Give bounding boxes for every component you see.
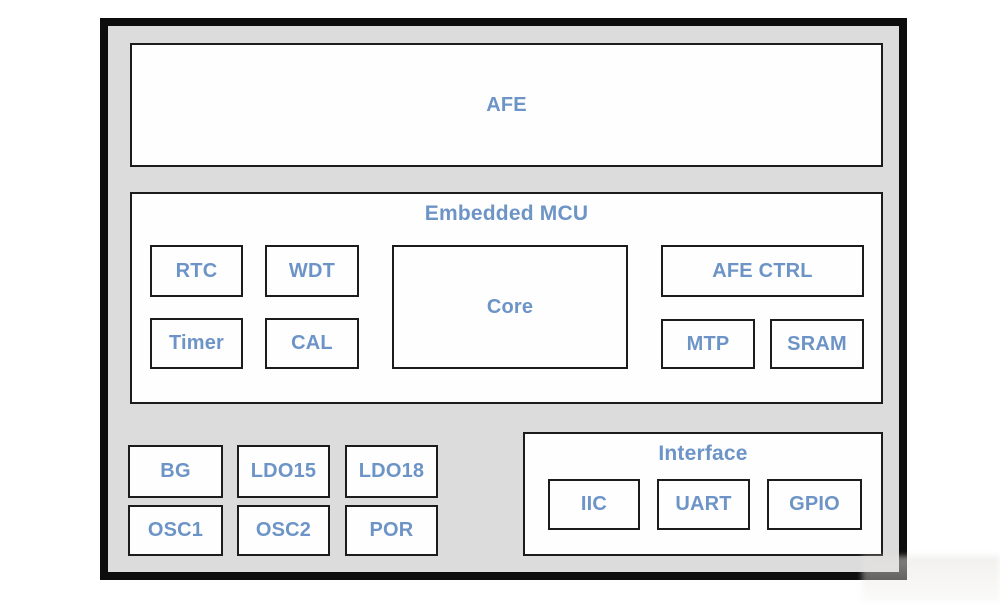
wdt-block: WDT	[265, 245, 359, 297]
osc1-label: OSC1	[147, 519, 204, 541]
mtp-label: MTP	[686, 332, 730, 355]
mtp-block: MTP	[661, 319, 755, 369]
osc2-block: OSC2	[237, 505, 330, 556]
wdt-label: WDT	[288, 259, 336, 282]
sram-block: SRAM	[770, 319, 864, 369]
iic-block: IIC	[548, 479, 640, 530]
osc1-block: OSC1	[128, 505, 223, 556]
afe-label: AFE	[486, 93, 527, 116]
core-block: Core	[392, 245, 628, 369]
rtc-block: RTC	[150, 245, 243, 297]
ldo18-block: LDO18	[345, 445, 438, 498]
gpio-block: GPIO	[767, 479, 862, 530]
interface-block: Interface IIC UART GPIO	[523, 432, 883, 556]
bg-block: BG	[128, 445, 223, 498]
core-label: Core	[486, 295, 534, 318]
uart-label: UART	[675, 493, 732, 515]
afe-block: AFE	[130, 43, 883, 167]
iic-label: IIC	[580, 493, 608, 515]
por-block: POR	[345, 505, 438, 556]
sram-label: SRAM	[787, 332, 847, 355]
gpio-label: GPIO	[789, 493, 840, 515]
embedded-mcu-title: Embedded MCU	[424, 202, 589, 225]
afe-ctrl-block: AFE CTRL	[661, 245, 864, 297]
timer-label: Timer	[168, 332, 225, 354]
embedded-mcu-block: Embedded MCU RTC WDT Timer CAL Core AFE …	[130, 192, 883, 404]
cal-block: CAL	[265, 318, 359, 369]
chip-outline: AFE Embedded MCU RTC WDT Timer CAL Core …	[100, 18, 907, 580]
bg-label: BG	[160, 460, 191, 482]
ldo18-label: LDO18	[358, 460, 425, 482]
cal-label: CAL	[291, 332, 333, 354]
ldo15-label: LDO15	[250, 460, 317, 482]
timer-block: Timer	[150, 318, 243, 369]
ldo15-block: LDO15	[237, 445, 330, 498]
osc2-label: OSC2	[255, 519, 312, 541]
interface-title: Interface	[658, 442, 748, 465]
por-label: POR	[369, 519, 414, 541]
afe-ctrl-label: AFE CTRL	[712, 259, 813, 282]
uart-block: UART	[657, 479, 750, 530]
rtc-label: RTC	[175, 259, 218, 282]
